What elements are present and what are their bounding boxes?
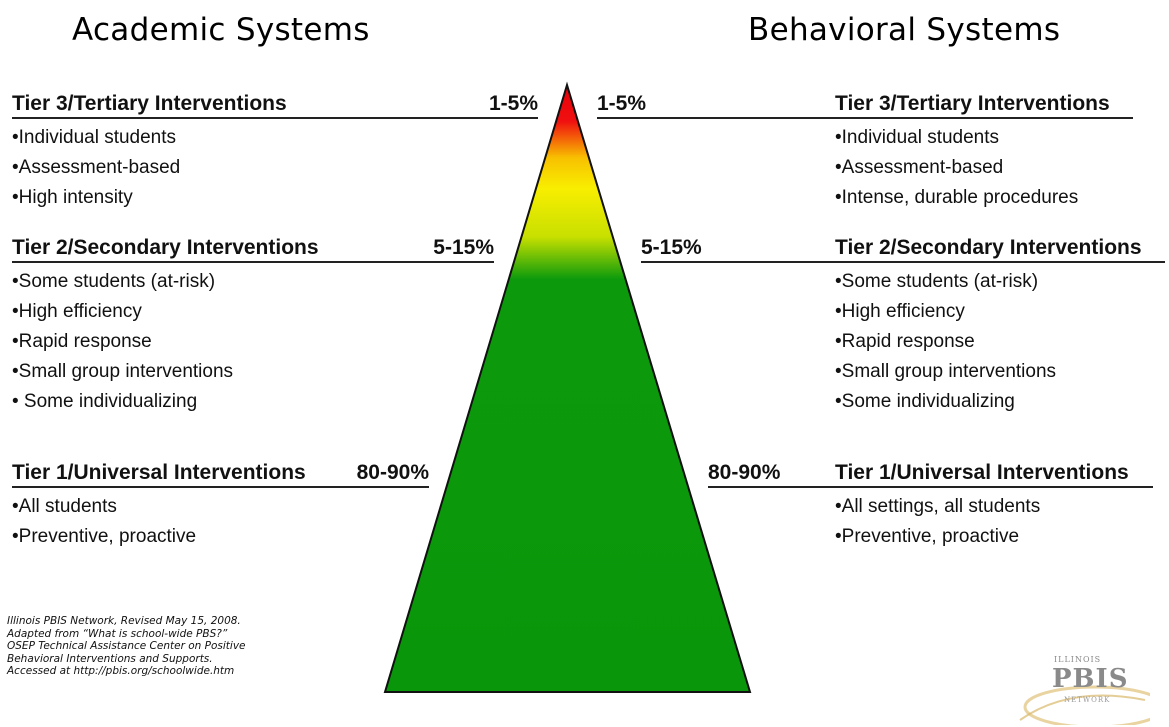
list-item: • Some individualizing [12, 391, 198, 412]
behavioral-tier2-list: •Some students (at-risk) •High efficienc… [835, 267, 1165, 417]
behavioral-tier3-heading: Tier 3/Tertiary Interventions [835, 92, 1110, 115]
list-item: •Assessment-based [835, 157, 1004, 178]
academic-tier1-heading: Tier 1/Universal Interventions [12, 461, 306, 484]
list-item: •Rapid response [835, 331, 975, 352]
behavioral-tier3-percent: 1-5% [597, 92, 835, 119]
list-item: •High efficiency [835, 301, 965, 322]
academic-tier3-list: •Individual students •Assessment-based •… [12, 123, 538, 213]
list-item: •Some individualizing [835, 391, 1015, 412]
academic-tier3-heading: Tier 3/Tertiary Interventions [12, 92, 287, 115]
citation-line: OSEP Technical Assistance Center on Posi… [7, 640, 246, 652]
list-item: •Some students (at-risk) [835, 271, 1039, 292]
behavioral-tier2-heading: Tier 2/Secondary Interventions [835, 236, 1142, 259]
behavioral-tier3: Tier 3/Tertiary Interventions •Individua… [835, 92, 1133, 213]
academic-tier3-percent: 1-5% [488, 92, 538, 115]
academic-tier2: Tier 2/Secondary Interventions 5-15% •So… [12, 236, 494, 417]
list-item: •High intensity [12, 187, 133, 208]
citation-line: Adapted from “What is school-wide PBS?” [7, 627, 228, 640]
list-item: •Assessment-based [12, 157, 181, 178]
behavioral-tier1: Tier 1/Universal Interventions •All sett… [835, 461, 1153, 552]
academic-tier2-percent: 5-15% [433, 236, 494, 259]
academic-tier3: Tier 3/Tertiary Interventions 1-5% •Indi… [12, 92, 538, 213]
list-item: •Small group interventions [12, 361, 234, 382]
logo-text-top: ILLINOIS [1054, 655, 1102, 664]
list-item: •Individual students [835, 127, 1000, 148]
behavioral-tier3-header: Tier 3/Tertiary Interventions [835, 92, 1133, 119]
citation-line: Behavioral Interventions and Supports. [7, 652, 213, 665]
list-item: •High efficiency [12, 301, 142, 322]
list-item: •Preventive, proactive [12, 526, 197, 547]
logo-text-bottom: NETWORK [1064, 696, 1111, 704]
pyramid-shape [383, 81, 752, 693]
citation: Illinois PBIS Network, Revised May 15, 2… [7, 615, 246, 678]
behavioral-tier1-heading: Tier 1/Universal Interventions [835, 461, 1129, 484]
academic-tier3-header: Tier 3/Tertiary Interventions 1-5% [12, 92, 538, 119]
citation-line: Accessed at http://pbis.org/schoolwide.h… [7, 665, 235, 677]
academic-tier2-list: •Some students (at-risk) •High efficienc… [12, 267, 494, 417]
behavioral-systems-title: Behavioral Systems [748, 12, 1061, 48]
list-item: •Preventive, proactive [835, 526, 1020, 547]
list-item: •All students [12, 496, 117, 517]
academic-tier1-list: •All students •Preventive, proactive [12, 492, 429, 552]
behavioral-tier2-percent: 5-15% [641, 236, 835, 263]
list-item: •Rapid response [12, 331, 152, 352]
academic-tier1-percent: 80-90% [356, 461, 429, 484]
academic-systems-title: Academic Systems [72, 12, 370, 48]
list-item: •All settings, all students [835, 496, 1041, 517]
behavioral-tier1-list: •All settings, all students •Preventive,… [835, 492, 1153, 552]
illinois-pbis-logo [1019, 685, 1150, 725]
list-item: •Small group interventions [835, 361, 1057, 382]
academic-tier2-header: Tier 2/Secondary Interventions 5-15% [12, 236, 494, 263]
behavioral-tier2: Tier 2/Secondary Interventions •Some stu… [835, 236, 1165, 417]
logo-text-main: PBIS [1052, 664, 1129, 694]
academic-tier1: Tier 1/Universal Interventions 80-90% •A… [12, 461, 429, 552]
behavioral-tier2-header: Tier 2/Secondary Interventions [835, 236, 1165, 263]
academic-tier1-header: Tier 1/Universal Interventions 80-90% [12, 461, 429, 488]
list-item: •Some students (at-risk) [12, 271, 216, 292]
academic-tier2-heading: Tier 2/Secondary Interventions [12, 236, 319, 259]
list-item: •Individual students [12, 127, 177, 148]
list-item: •Intense, durable procedures [835, 187, 1079, 208]
behavioral-tier3-list: •Individual students •Assessment-based •… [835, 123, 1133, 213]
citation-line: Illinois PBIS Network, Revised May 15, 2… [7, 615, 241, 627]
behavioral-tier1-header: Tier 1/Universal Interventions [835, 461, 1153, 488]
behavioral-tier1-percent: 80-90% [708, 461, 835, 488]
